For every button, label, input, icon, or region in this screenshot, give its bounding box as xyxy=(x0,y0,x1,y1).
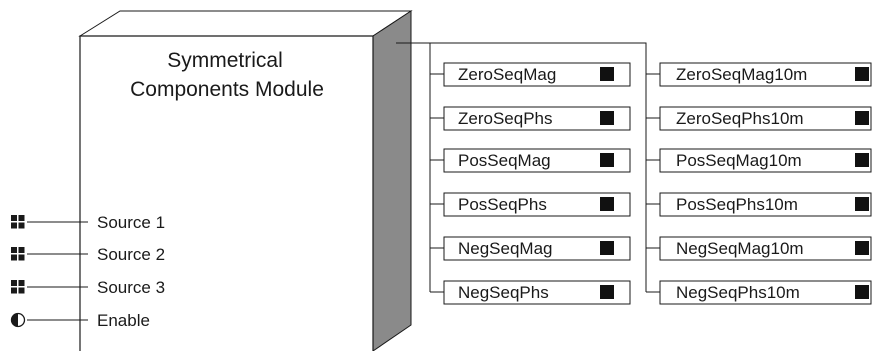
output-pos-seq-phs[interactable]: PosSeqPhs xyxy=(443,192,631,217)
output-neg-seq-phs[interactable]: NegSeqPhs xyxy=(443,280,631,305)
output-marker-icon xyxy=(600,153,614,167)
output-label: PosSeqMag xyxy=(458,151,551,170)
output-bus xyxy=(396,42,660,293)
output-box xyxy=(659,236,872,261)
output-marker-icon xyxy=(600,197,614,211)
output-label: ZeroSeqMag xyxy=(458,65,556,84)
output-marker-icon xyxy=(855,67,869,81)
output-box xyxy=(659,148,872,173)
output-box xyxy=(443,62,631,87)
input-label-enable: Enable xyxy=(97,311,150,330)
input-label-source-3: Source 3 xyxy=(97,278,165,297)
module-block: Symmetrical Components Module xyxy=(78,10,413,351)
module-top-face xyxy=(78,10,413,37)
numeric-input-icon xyxy=(11,280,25,294)
output-marker-icon xyxy=(600,67,614,81)
output-label: PosSeqPhs xyxy=(458,195,547,214)
output-marker-icon xyxy=(600,285,614,299)
output-neg-seq-phs-10m[interactable]: NegSeqPhs10m xyxy=(659,280,872,305)
output-pos-seq-mag-10m[interactable]: PosSeqMag10m xyxy=(659,148,872,173)
output-box xyxy=(443,106,631,131)
output-label: ZeroSeqPhs10m xyxy=(676,109,804,128)
output-neg-seq-mag-10m[interactable]: NegSeqMag10m xyxy=(659,236,872,261)
boolean-input-icon xyxy=(10,312,26,328)
output-marker-icon xyxy=(855,111,869,125)
output-box xyxy=(443,236,631,261)
output-label: PosSeqPhs10m xyxy=(676,195,798,214)
numeric-input-icon xyxy=(11,215,25,229)
output-box xyxy=(659,106,872,131)
output-label: NegSeqPhs10m xyxy=(676,283,800,302)
output-marker-icon xyxy=(855,241,869,255)
output-marker-icon xyxy=(600,111,614,125)
input-label-source-2: Source 2 xyxy=(97,245,165,264)
input-source-1[interactable]: Source 1 xyxy=(11,213,165,232)
output-box xyxy=(443,192,631,217)
output-marker-icon xyxy=(855,153,869,167)
output-zero-seq-mag[interactable]: ZeroSeqMag xyxy=(443,62,631,87)
output-box xyxy=(443,148,631,173)
output-zero-seq-mag-10m[interactable]: ZeroSeqMag10m xyxy=(659,62,872,87)
output-marker-icon xyxy=(600,241,614,255)
numeric-input-icon xyxy=(11,247,25,261)
bus-top-line xyxy=(430,42,647,292)
module-title-line1: Symmetrical xyxy=(167,49,283,72)
output-marker-icon xyxy=(855,285,869,299)
input-source-3[interactable]: Source 3 xyxy=(11,278,165,297)
output-box xyxy=(659,280,872,305)
output-label: NegSeqMag xyxy=(458,239,553,258)
input-label-source-1: Source 1 xyxy=(97,213,165,232)
output-label: PosSeqMag10m xyxy=(676,151,802,170)
output-zero-seq-phs-10m[interactable]: ZeroSeqPhs10m xyxy=(659,106,872,131)
input-enable[interactable]: Enable xyxy=(10,311,150,330)
input-source-2[interactable]: Source 2 xyxy=(11,245,165,264)
output-box xyxy=(443,280,631,305)
output-pos-seq-mag[interactable]: PosSeqMag xyxy=(443,148,631,173)
output-label: NegSeqPhs xyxy=(458,283,549,302)
module-title-line2: Components Module xyxy=(130,78,324,101)
module-front-face xyxy=(79,35,374,351)
output-marker-icon xyxy=(855,197,869,211)
output-label: NegSeqMag10m xyxy=(676,239,804,258)
module-side-face xyxy=(372,10,412,351)
output-zero-seq-phs[interactable]: ZeroSeqPhs xyxy=(443,106,631,131)
output-box xyxy=(659,62,872,87)
output-box xyxy=(659,192,872,217)
output-pos-seq-phs-10m[interactable]: PosSeqPhs10m xyxy=(659,192,872,217)
output-label: ZeroSeqPhs xyxy=(458,109,553,128)
output-label: ZeroSeqMag10m xyxy=(676,65,807,84)
output-neg-seq-mag[interactable]: NegSeqMag xyxy=(443,236,631,261)
